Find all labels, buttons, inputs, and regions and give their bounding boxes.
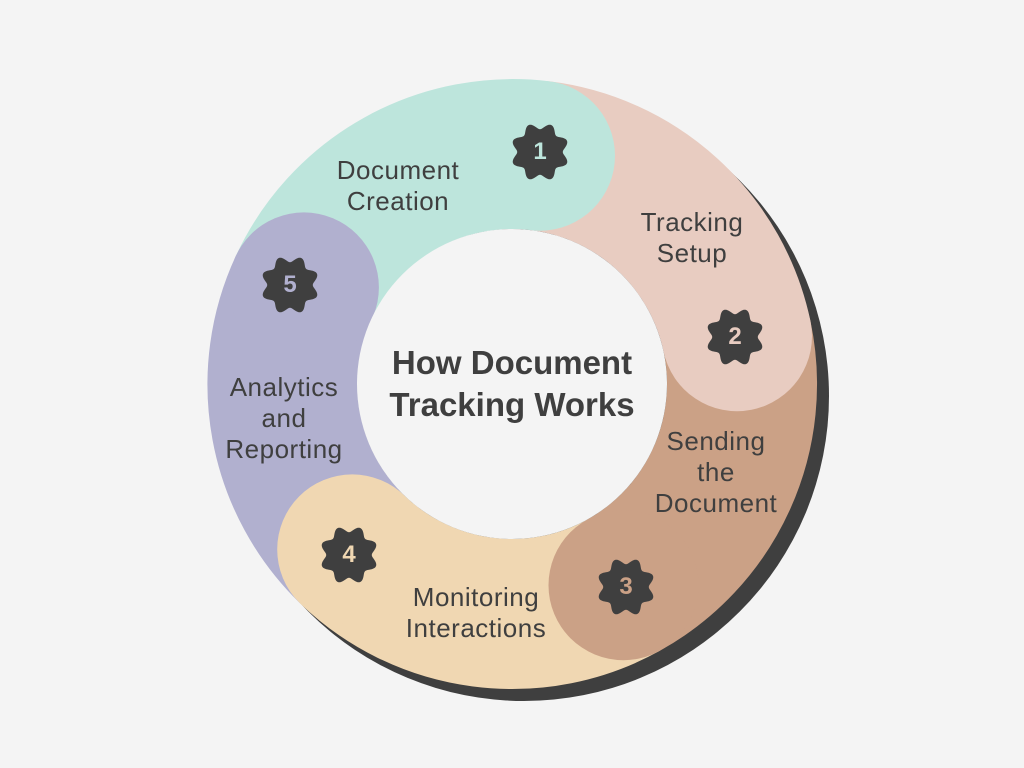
star-badge-icon bbox=[321, 527, 377, 583]
label-line: Tracking bbox=[640, 207, 744, 237]
label-line: Reporting bbox=[225, 434, 343, 464]
step-5-label: Analytics and Reporting bbox=[204, 372, 364, 465]
badge-number: 1 bbox=[533, 138, 547, 165]
step-4-badge: 4 bbox=[319, 525, 379, 585]
badge-number: 2 bbox=[728, 323, 742, 350]
star-badge-icon bbox=[512, 124, 568, 180]
star-badge-icon bbox=[598, 559, 654, 615]
step-2-label: Tracking Setup bbox=[612, 207, 772, 269]
step-5-badge: 5 bbox=[260, 255, 320, 315]
title-line-2: Tracking Works bbox=[389, 386, 635, 423]
label-line: Analytics bbox=[229, 372, 339, 402]
step-2-badge: 2 bbox=[705, 307, 765, 367]
badge-number: 5 bbox=[283, 271, 297, 298]
badge-number: 4 bbox=[342, 541, 356, 568]
label-line: Document bbox=[654, 488, 778, 518]
diagram-title: How Document Tracking Works bbox=[362, 342, 662, 426]
label-line: and bbox=[261, 403, 307, 433]
label-line: Interactions bbox=[405, 613, 547, 643]
label-line: Document bbox=[336, 155, 460, 185]
step-3-badge: 3 bbox=[596, 557, 656, 617]
label-line: the bbox=[697, 457, 735, 487]
label-line: Creation bbox=[346, 186, 450, 216]
center-circle bbox=[357, 229, 667, 539]
star-badge-icon bbox=[707, 309, 763, 365]
step-1-label: Document Creation bbox=[318, 155, 478, 217]
label-line: Monitoring bbox=[412, 582, 540, 612]
step-3-label: Sending the Document bbox=[636, 426, 796, 519]
step-4-label: Monitoring Interactions bbox=[376, 582, 576, 644]
badge-number: 3 bbox=[619, 573, 633, 600]
label-line: Setup bbox=[656, 238, 728, 268]
title-line-1: How Document bbox=[391, 344, 633, 381]
step-1-badge: 1 bbox=[510, 122, 570, 182]
label-line: Sending bbox=[666, 426, 766, 456]
star-badge-icon bbox=[262, 257, 318, 313]
